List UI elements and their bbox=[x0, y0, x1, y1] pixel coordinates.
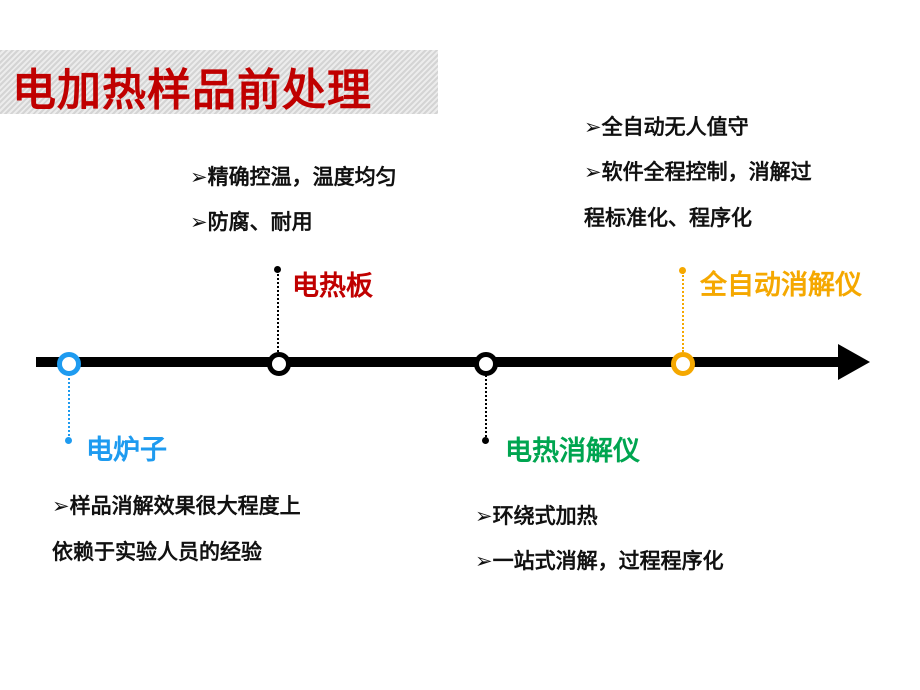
timeline-node-4 bbox=[671, 352, 695, 376]
stage-note: ➢防腐、耐用 bbox=[190, 210, 313, 234]
connector-stage-1 bbox=[68, 370, 70, 440]
stage-note: ➢精确控温，温度均匀 bbox=[190, 165, 397, 189]
stage-note: ➢软件全程控制，消解过 bbox=[584, 160, 812, 184]
stage-label-2: 电热板 bbox=[292, 271, 373, 302]
stage-label-1: 电炉子 bbox=[86, 435, 167, 466]
stage-note: ➢一站式消解，过程程序化 bbox=[475, 549, 724, 573]
connector-stage-2 bbox=[277, 270, 279, 352]
stage-note: ➢全自动无人值守 bbox=[584, 115, 749, 139]
arrow-head-icon bbox=[838, 344, 870, 380]
slide-title: 电加热样品前处理 bbox=[12, 65, 372, 116]
stage-label-3: 电热消解仪 bbox=[505, 436, 640, 467]
title-banner bbox=[0, 50, 438, 114]
stage-note: 依赖于实验人员的经验 bbox=[52, 540, 262, 564]
stage-note: 程标准化、程序化 bbox=[584, 206, 752, 230]
timeline-axis bbox=[36, 357, 848, 367]
connector-dot bbox=[482, 437, 489, 444]
stage-note: ➢样品消解效果很大程度上 bbox=[52, 494, 301, 518]
connector-dot bbox=[274, 266, 281, 273]
connector-stage-3 bbox=[485, 372, 487, 440]
connector-stage-4 bbox=[682, 272, 684, 352]
timeline-node-1 bbox=[57, 352, 81, 376]
timeline-node-2 bbox=[267, 352, 291, 376]
stage-label-4: 全自动消解仪 bbox=[700, 270, 862, 301]
connector-dot bbox=[679, 267, 686, 274]
connector-dot bbox=[65, 437, 72, 444]
timeline-node-3 bbox=[474, 352, 498, 376]
stage-note: ➢环绕式加热 bbox=[475, 504, 598, 528]
